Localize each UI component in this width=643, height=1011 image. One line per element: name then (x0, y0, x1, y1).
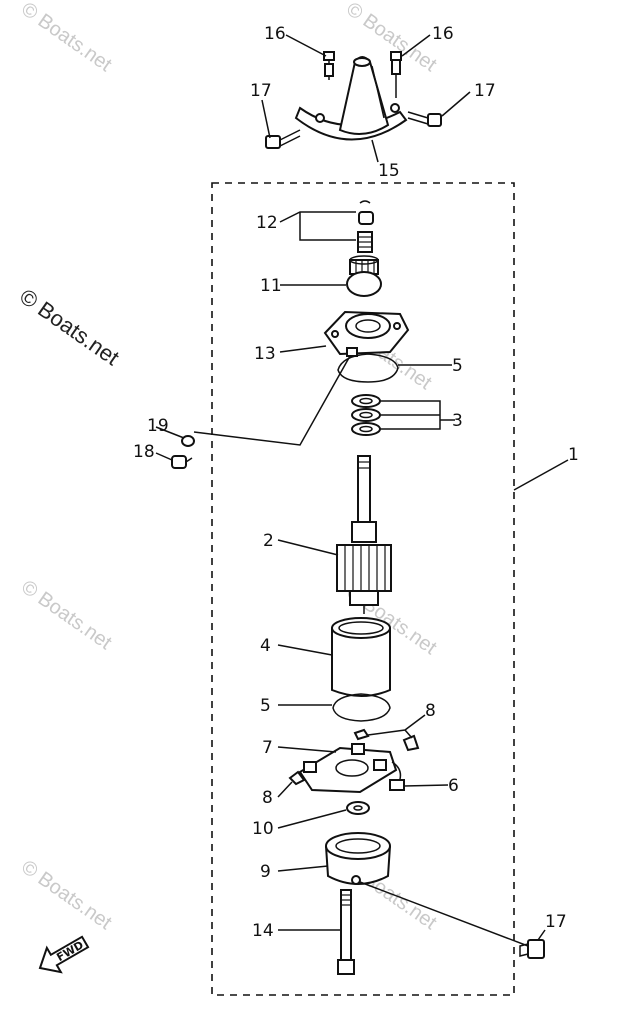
watermark-layer: © Boats.net © Boats.net © Boats.net © Bo… (15, 0, 441, 934)
fwd-arrow-icon (38, 935, 90, 974)
callout-12: 12 (256, 213, 278, 233)
part-15-bracket[interactable] (294, 56, 408, 141)
callout-14: 14 (252, 921, 274, 941)
fwd-label: FWD (54, 938, 85, 964)
callout-16: 16 (432, 24, 454, 44)
part-5-o-ring-lower[interactable] (332, 693, 391, 722)
part-10-washer[interactable] (346, 801, 370, 815)
callout-7: 7 (262, 738, 273, 758)
part-18-screw[interactable] (171, 455, 193, 469)
part-11-pinion-gear[interactable] (346, 255, 382, 297)
callout-10: 10 (252, 819, 274, 839)
part-19-washer[interactable] (181, 435, 195, 447)
callout-17: 17 (250, 81, 272, 101)
callout-18: 18 (133, 442, 155, 462)
part-9-rear-cover[interactable] (325, 832, 391, 885)
callout-11: 11 (260, 276, 282, 296)
callout-19: 19 (147, 416, 169, 436)
callout-3: 3 (452, 411, 463, 431)
callout-6: 6 (448, 776, 459, 796)
copyright-watermark: © Boats.net (15, 284, 124, 371)
callout-8: 8 (262, 788, 273, 808)
callout-13: 13 (254, 344, 276, 364)
callout-labels: 16 16 17 17 15 12 11 13 5 3 1 19 18 2 4 … (133, 24, 579, 941)
part-7-brush-holder[interactable] (298, 743, 398, 794)
part-17-bolt-top-right[interactable] (407, 111, 442, 127)
callout-16: 16 (264, 24, 286, 44)
part-13-front-bracket[interactable] (323, 310, 410, 357)
part-3-washer-stack[interactable] (351, 394, 381, 436)
watermark: © Boats.net (17, 0, 116, 76)
watermark: © Boats.net (17, 856, 116, 934)
callout-5: 5 (452, 356, 463, 376)
callout-5: 5 (260, 696, 271, 716)
callout-8: 8 (425, 701, 436, 721)
callout-17: 17 (545, 912, 567, 932)
part-4-yoke-housing[interactable] (331, 617, 391, 697)
part-16-bolt-right[interactable] (390, 51, 402, 98)
watermark: © Boats.net (17, 576, 116, 654)
part-14-through-bolt[interactable] (337, 889, 355, 975)
callout-2: 2 (263, 531, 274, 551)
part-17-bolt-bottom-right[interactable] (519, 939, 545, 959)
callout-17: 17 (474, 81, 496, 101)
part-2-armature[interactable] (336, 455, 392, 614)
part-8-brush-lower[interactable] (288, 770, 306, 786)
callout-9: 9 (260, 862, 271, 882)
assembly-boundary (211, 182, 515, 996)
part-12-cap-and-spring[interactable] (357, 200, 374, 253)
part-16-bolt-left[interactable] (323, 51, 335, 80)
callout-4: 4 (260, 636, 271, 656)
leader-lines (155, 34, 569, 947)
part-17-bolt-top-left[interactable] (265, 129, 301, 149)
part-6-terminal-lead[interactable] (389, 761, 405, 791)
callout-1: 1 (568, 445, 579, 465)
fwd-direction-arrow: FWD (38, 935, 90, 974)
callout-15: 15 (378, 161, 400, 181)
part-5-o-ring-upper[interactable] (337, 353, 399, 383)
